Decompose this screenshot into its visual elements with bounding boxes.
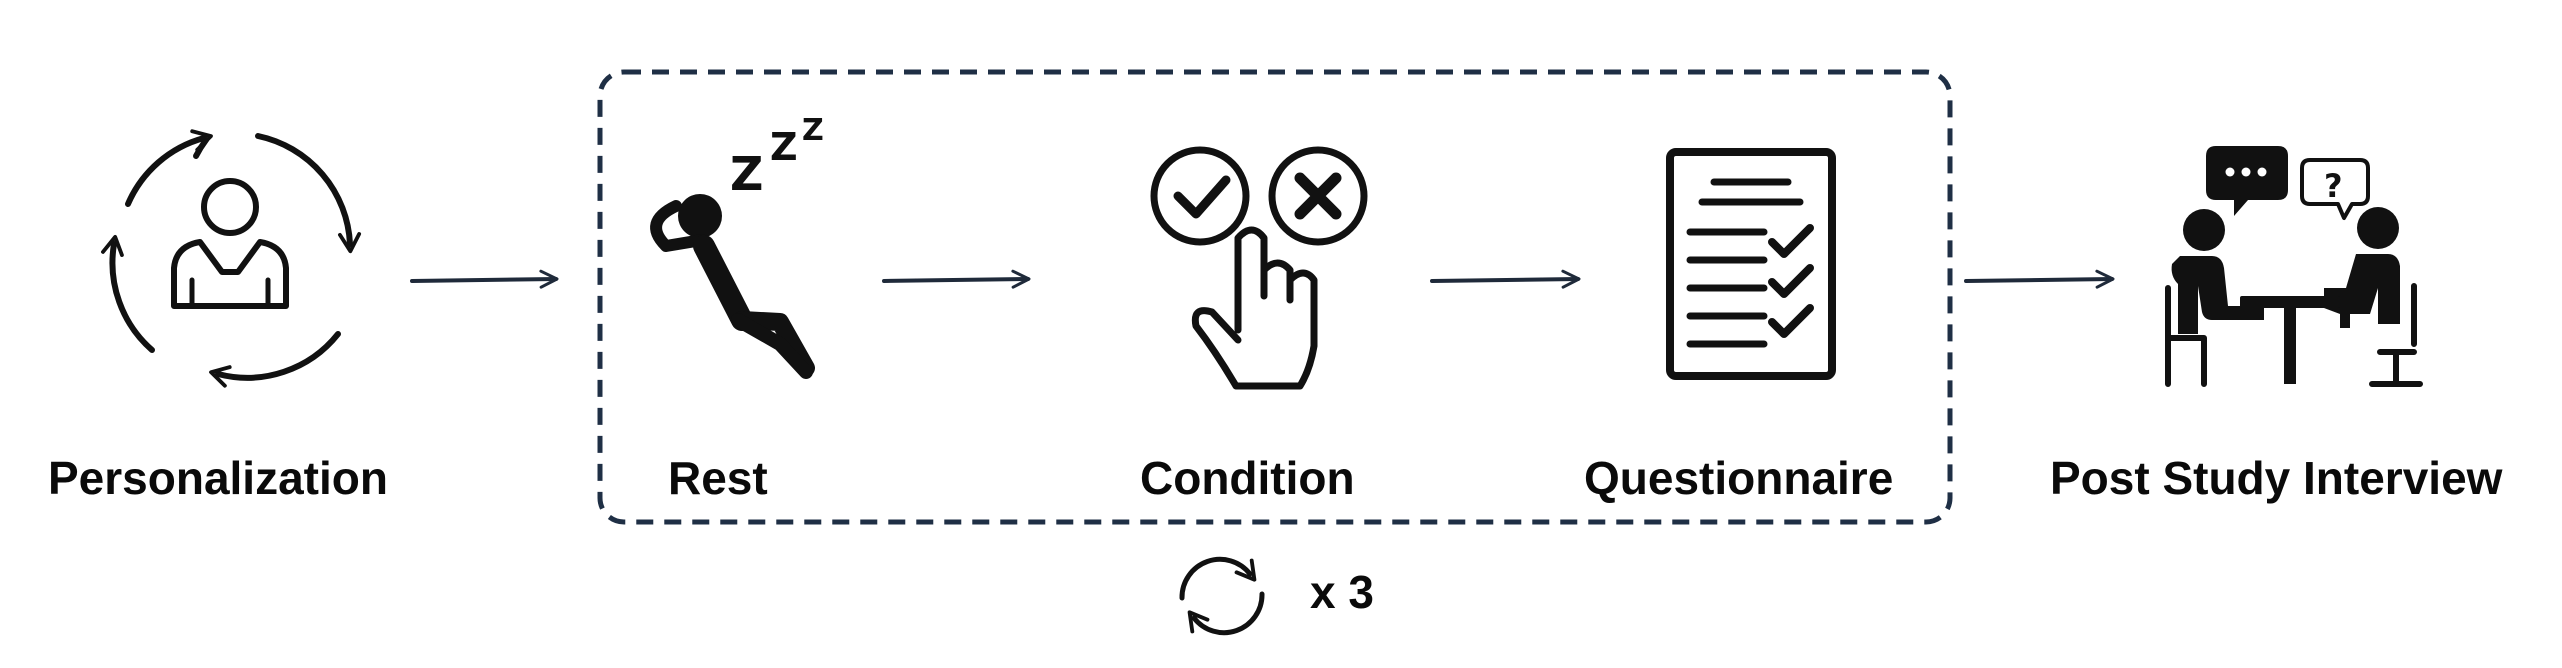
stage-label-post-study-interview: Post Study Interview <box>2050 452 2503 504</box>
svg-text:?: ? <box>2324 167 2343 205</box>
condition-choice-icon <box>1150 146 1368 390</box>
questionnaire-checklist-icon <box>1666 148 1836 380</box>
arrow-rest-to-condition <box>882 269 1031 289</box>
stage-label-condition: Condition <box>1140 452 1355 504</box>
resting-person-icon: Z Z Z <box>650 113 824 379</box>
svg-text:Z: Z <box>730 147 763 201</box>
repeat-block-box <box>597 69 1953 525</box>
flow-arrows <box>410 269 2115 289</box>
arrow-personalization-to-rest <box>410 269 559 289</box>
svg-text:Z: Z <box>770 125 798 169</box>
stage-label-questionnaire: Questionnaire <box>1584 452 1893 504</box>
repeat-count-label: x 3 <box>1310 566 1374 618</box>
personalization-cycle-icon <box>101 129 362 388</box>
repeat-cycle-icon <box>1179 556 1265 636</box>
arrow-condition-to-questionnaire <box>1430 269 1581 289</box>
stage-label-rest: Rest <box>668 452 768 504</box>
svg-text:Z: Z <box>802 113 824 148</box>
stage-label-personalization: Personalization <box>48 452 388 504</box>
arrow-questionnaire-to-interview <box>1964 269 2115 289</box>
interview-icon: ? <box>2165 146 2423 387</box>
